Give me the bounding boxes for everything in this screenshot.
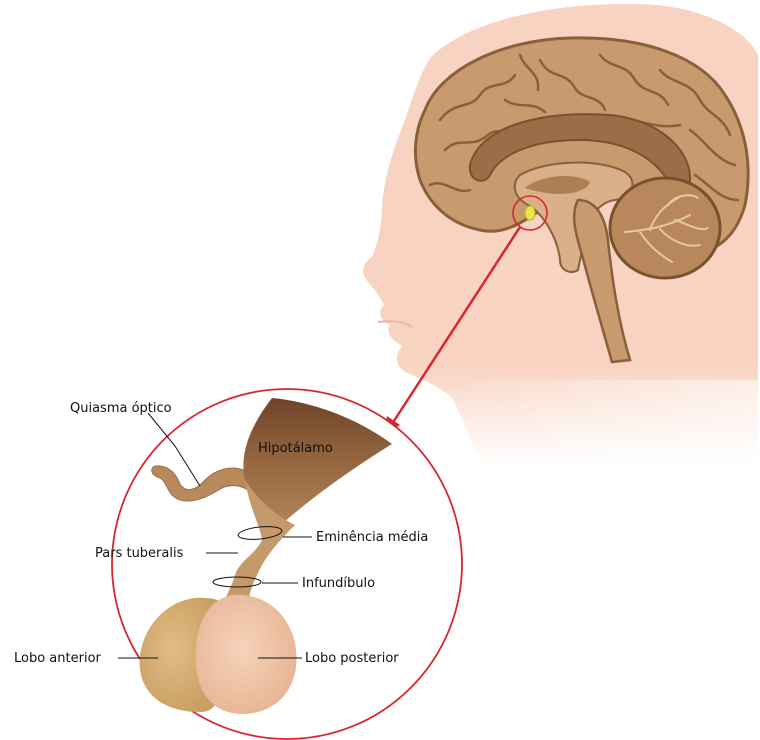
pituitary-highlight [525, 206, 535, 220]
median-eminence-label: Eminência média [316, 530, 428, 545]
infundibulum-label: Infundíbulo [302, 576, 375, 591]
hypothalamus-label: Hipotálamo [258, 441, 333, 456]
anterior-lobe-label: Lobo anterior [14, 651, 102, 666]
posterior-lobe-label: Lobo posterior [305, 651, 399, 666]
pars-tuberalis-label: Pars tuberalis [95, 546, 184, 561]
optic-chiasm-label: Quiasma óptico [70, 401, 172, 416]
